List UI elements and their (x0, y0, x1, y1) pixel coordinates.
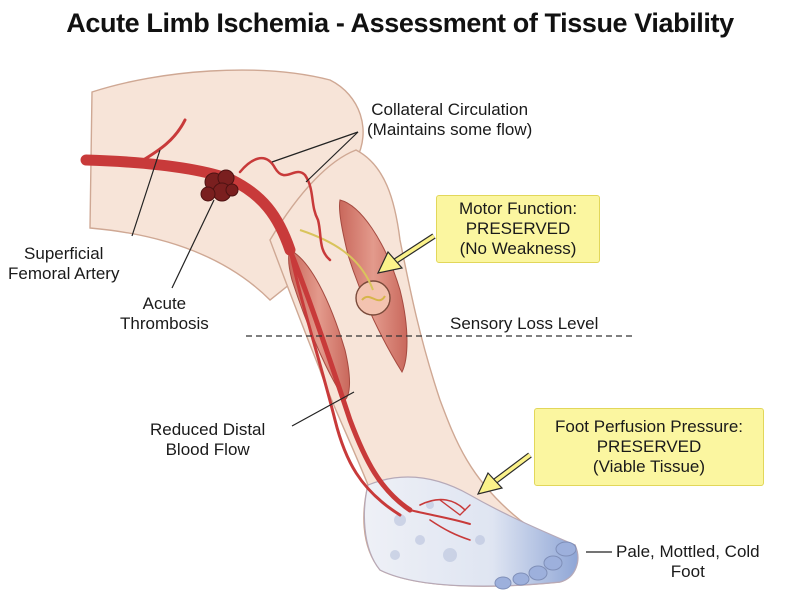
label-acute-thrombosis: Acute Thrombosis (120, 294, 209, 333)
callout-arrows (376, 233, 532, 495)
label-superficial-femoral-artery: Superficial Femoral Artery (8, 244, 120, 283)
label-pale-mottled-cold-foot: Pale, Mottled, Cold Foot (616, 542, 760, 581)
diagram-title: Acute Limb Ischemia - Assessment of Tiss… (66, 8, 734, 38)
label-reduced-distal-blood-flow: Reduced Distal Blood Flow (150, 420, 266, 459)
callout-foot-perfusion-pressure: Foot Perfusion Pressure: PRESERVED (Viab… (534, 408, 764, 486)
mottling (390, 501, 485, 562)
leader-lines (131, 131, 612, 553)
toes (494, 541, 577, 590)
pale-foot (363, 476, 579, 587)
label-collateral-circulation: Collateral Circulation (Maintains some f… (367, 100, 533, 139)
callout-motor-function: Motor Function: PRESERVED (No Weakness) (436, 195, 600, 263)
thrombus (200, 169, 239, 202)
label-sensory-loss-level: Sensory Loss Level (450, 314, 599, 333)
